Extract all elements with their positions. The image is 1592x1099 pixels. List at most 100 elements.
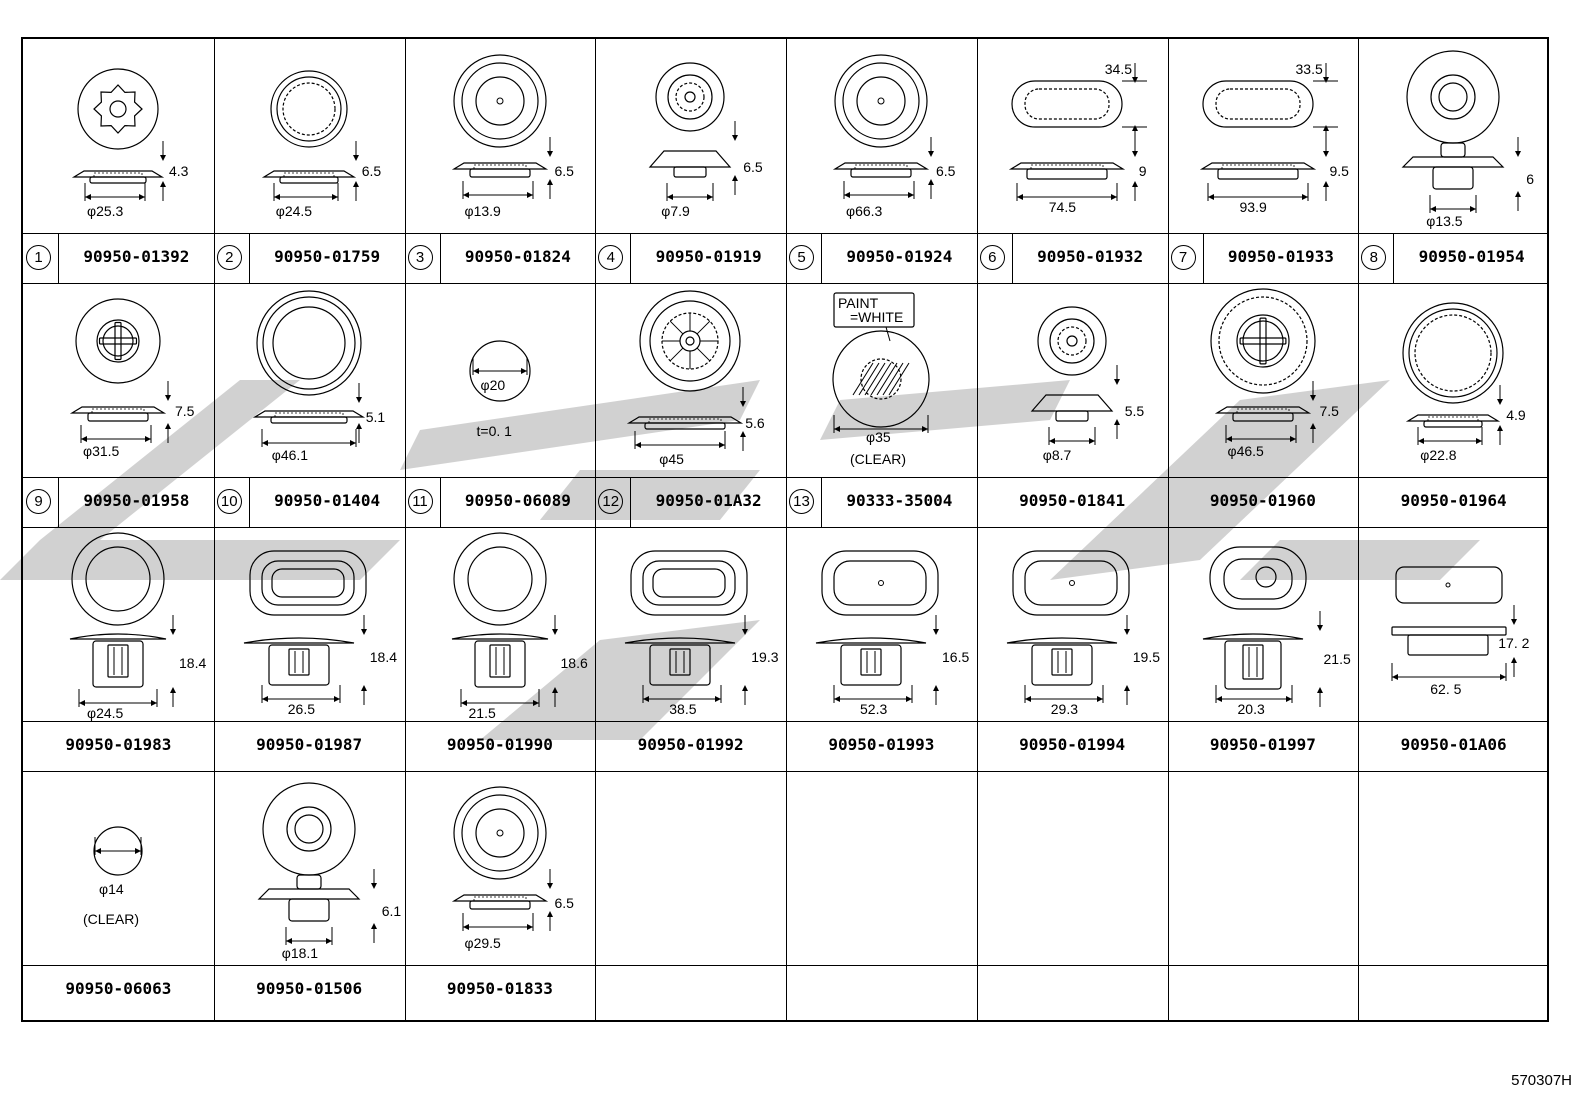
- item-index-badge: 7: [1170, 245, 1196, 270]
- grommet-body: [279, 176, 339, 184]
- part-drawing: [1391, 566, 1518, 681]
- grid-row-divider: [23, 283, 1547, 284]
- arrowhead: [462, 192, 469, 198]
- cap-profile: [257, 888, 361, 900]
- grommet-body: [644, 422, 726, 430]
- arrowhead: [1515, 191, 1522, 197]
- arrowhead: [1131, 77, 1138, 83]
- arrowhead: [170, 629, 176, 635]
- hatch-line: [882, 362, 904, 396]
- arrowhead: [1322, 181, 1329, 187]
- dimension-label: 6.5: [554, 163, 574, 179]
- grid-column-divider: [213, 39, 215, 1020]
- outline-rect: [821, 550, 939, 616]
- arrowhead: [1515, 151, 1522, 157]
- clip-body: [1407, 634, 1489, 656]
- grommet-inner: [93, 172, 143, 178]
- arrowhead: [352, 181, 359, 187]
- grid-column-divider: [404, 39, 406, 1020]
- part-number-label: 90950-01954: [1418, 247, 1525, 266]
- part-number-label: 90950-01964: [1400, 491, 1507, 510]
- outline-circle: [1402, 302, 1504, 404]
- arrowhead: [844, 192, 850, 198]
- dimension-label: φ7.9: [661, 203, 690, 219]
- grid-row-divider: [23, 527, 1547, 528]
- sticker-disc: [468, 340, 531, 402]
- part-drawing: [71, 68, 166, 201]
- arrowhead: [170, 687, 176, 693]
- part-cell: φ14(CLEAR)90950-06063: [23, 771, 214, 1015]
- clip-body: [649, 644, 711, 686]
- item-index-badge: 10: [216, 489, 242, 514]
- paint-area: [860, 358, 902, 400]
- dimension-label: φ31.5: [83, 443, 120, 459]
- dimension-label: PAINT: [838, 295, 879, 311]
- arrowhead: [1016, 194, 1023, 200]
- clip-body: [1031, 644, 1093, 686]
- grid-column-divider: [786, 39, 787, 1020]
- part-number-label: 90950-01759: [274, 247, 381, 266]
- arrowhead: [331, 194, 338, 200]
- part-number-label: 90950-01841: [1019, 491, 1126, 510]
- outline-circle: [667, 74, 713, 120]
- label-row-divider: [23, 965, 1547, 966]
- outline-circle: [474, 76, 525, 126]
- item-index-badge: 1: [26, 245, 51, 270]
- inner-oval: [271, 568, 345, 598]
- center-dot: [877, 97, 885, 105]
- dashed-oval: [1214, 88, 1301, 120]
- arrowhead: [928, 179, 934, 185]
- dimension-label: φ20: [480, 377, 506, 393]
- arrowhead: [81, 436, 87, 442]
- empty-cell: [1168, 771, 1359, 1015]
- clip-cap: [1006, 637, 1117, 644]
- center-dot: [685, 336, 695, 346]
- arrowhead: [139, 194, 145, 200]
- center-dot: [1445, 582, 1451, 588]
- dimension-label: φ14: [99, 881, 124, 897]
- dimension-label: 26.5: [287, 701, 315, 717]
- outline-circle: [75, 298, 161, 384]
- arrowhead: [1131, 151, 1138, 157]
- clip-flange: [1391, 626, 1507, 636]
- sticker-disc: [832, 330, 930, 428]
- arrowhead: [643, 696, 650, 702]
- dimension-label: 18.6: [560, 655, 588, 671]
- part-number-label: 90950-01506: [256, 979, 363, 998]
- outline-rect: [1222, 558, 1293, 600]
- outline-circle: [71, 532, 165, 626]
- part-number-label: 90950-01833: [446, 979, 553, 998]
- outline-circle: [1406, 50, 1500, 144]
- outline-rect: [1395, 566, 1503, 604]
- arrowhead: [740, 401, 747, 407]
- clip-cap: [451, 633, 548, 640]
- arrowhead: [1476, 438, 1483, 444]
- part-drawing: [468, 340, 531, 402]
- outline-circle: [1235, 314, 1290, 368]
- outline-circle: [466, 546, 533, 612]
- outline-rect: [630, 550, 748, 616]
- dashed-ring: [675, 82, 705, 112]
- clip-leg: [860, 648, 882, 676]
- arrowhead: [1470, 206, 1477, 212]
- outline-circle: [270, 70, 348, 148]
- part-number-label: 90950-01932: [1037, 247, 1144, 266]
- part-number-label: 90950-01992: [637, 735, 744, 754]
- dimension-label: 21.5: [468, 705, 496, 721]
- c-mark: [1254, 566, 1277, 588]
- cross-bar: [1258, 317, 1267, 365]
- item-index-badge: 2: [216, 245, 242, 270]
- index-separator: [248, 477, 250, 527]
- arrowhead: [1024, 696, 1031, 702]
- outline-circle: [452, 786, 547, 880]
- arrowhead: [1511, 619, 1518, 625]
- arrowhead: [273, 194, 280, 200]
